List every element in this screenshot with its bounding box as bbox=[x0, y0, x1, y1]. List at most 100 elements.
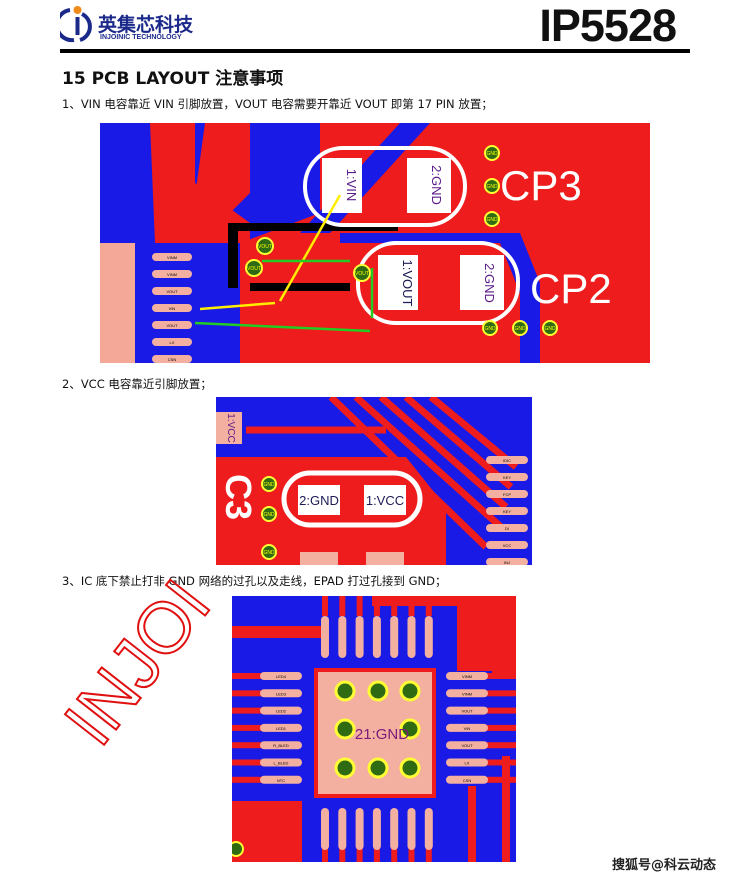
pin-pad bbox=[321, 808, 329, 850]
svg-text:INJOI: INJOI bbox=[60, 566, 226, 760]
pin-pad bbox=[260, 689, 302, 698]
logo-chinese-name: 英集芯科技 bbox=[98, 14, 194, 36]
svg-text:GND: GND bbox=[544, 326, 556, 332]
svg-text:2:GND: 2:GND bbox=[299, 493, 339, 508]
svg-text:VOUT: VOUT bbox=[247, 266, 261, 272]
logo-mark-icon bbox=[54, 6, 92, 43]
bottom-pins bbox=[321, 808, 433, 862]
pin-label: LX bbox=[465, 761, 470, 766]
svg-text:KEY: KEY bbox=[503, 475, 511, 480]
via-gnd: GND bbox=[261, 476, 277, 492]
ic-pins: IDIC KEY FCP KEY DI VCC INJ bbox=[486, 456, 528, 565]
svg-text:1:VCC: 1:VCC bbox=[225, 413, 236, 442]
pin-pad bbox=[260, 706, 302, 715]
via-vout: VOUT bbox=[245, 259, 263, 277]
pin-pad bbox=[424, 616, 433, 658]
header-divider bbox=[60, 49, 690, 53]
gnd-via bbox=[334, 718, 356, 740]
injoi-watermark: INJOI bbox=[60, 565, 227, 760]
gnd-via bbox=[399, 718, 421, 740]
via bbox=[232, 841, 244, 857]
gnd-via bbox=[399, 757, 421, 779]
pin-pad bbox=[260, 723, 302, 732]
pin-pad bbox=[390, 616, 399, 658]
capacitor-cp3: 1:VIN 2:GND CP3 bbox=[303, 146, 582, 227]
c3-label: C3 bbox=[218, 474, 259, 520]
pin-pad bbox=[372, 616, 381, 658]
note-1: 1、VIN 电容靠近 VIN 引脚放置，VOUT 电容需要开靠近 VOUT 即第… bbox=[62, 97, 493, 111]
pin-pad bbox=[338, 808, 347, 850]
svg-text:VOUT: VOUT bbox=[258, 244, 272, 250]
svg-text:1:VCC: 1:VCC bbox=[366, 493, 404, 508]
top-pins bbox=[321, 596, 433, 658]
epad-label: 21:GND bbox=[355, 726, 409, 743]
svg-text:CSN: CSN bbox=[168, 357, 177, 362]
pin-pad bbox=[390, 808, 399, 850]
pin-pad bbox=[407, 616, 416, 658]
pin-pad bbox=[446, 689, 488, 698]
via-gnd: GND bbox=[484, 211, 500, 227]
ic-pins: VINM VINM VOUT VIN VOUT LX CSN bbox=[152, 253, 192, 363]
pin-label: CSN bbox=[463, 778, 472, 783]
via-gnd: GND bbox=[261, 544, 277, 560]
pin-pad bbox=[446, 672, 488, 680]
svg-text:VOUT: VOUT bbox=[166, 289, 178, 294]
vias: VOUT VOUT VOUT GND GND GND GND GND GND bbox=[245, 145, 558, 336]
note-2: 2、VCC 电容靠近引脚放置； bbox=[62, 377, 212, 391]
pin-pad bbox=[260, 775, 302, 784]
pin-pad bbox=[446, 758, 488, 767]
pin-label: VOUT bbox=[461, 709, 473, 714]
pin-label: VIN bbox=[464, 726, 471, 731]
svg-text:KEY: KEY bbox=[503, 509, 511, 514]
pin-label: R_BLED bbox=[273, 743, 289, 748]
svg-text:VIN: VIN bbox=[169, 306, 176, 311]
note-3: 3、IC 底下禁止打非 GND 网络的过孔以及走线，EPAD 打过孔接到 GND… bbox=[62, 574, 447, 588]
pin-pad bbox=[372, 808, 381, 850]
pcb-figure-vin-vout: VINM VINM VOUT VIN VOUT LX CSN 1:VIN 2:G… bbox=[100, 123, 650, 363]
svg-text:GND: GND bbox=[263, 482, 275, 488]
section-heading: 15 PCB LAYOUT 注意事项 bbox=[62, 69, 284, 89]
guide-arrows bbox=[194, 194, 374, 333]
svg-text:GND: GND bbox=[263, 550, 275, 556]
gnd-via bbox=[399, 680, 421, 702]
gnd-via bbox=[334, 680, 356, 702]
pin-pad bbox=[321, 616, 329, 658]
vias: GND GND GND bbox=[261, 476, 277, 560]
cp3-label: CP3 bbox=[500, 162, 582, 209]
gnd-via bbox=[367, 757, 389, 779]
pin-label: VINM bbox=[462, 674, 472, 679]
svg-text:VINM: VINM bbox=[167, 255, 177, 260]
svg-text:1:VOUT: 1:VOUT bbox=[400, 260, 415, 307]
svg-text:GND: GND bbox=[484, 326, 496, 332]
svg-text:1:VIN: 1:VIN bbox=[344, 169, 359, 202]
pin-pad bbox=[407, 808, 416, 850]
svg-text:VCC: VCC bbox=[503, 543, 512, 548]
svg-text:VOUT: VOUT bbox=[355, 271, 369, 277]
pin-pad bbox=[355, 616, 364, 658]
pin-label: LED2 bbox=[276, 709, 287, 714]
via-gnd: GND bbox=[484, 178, 500, 194]
pcb-figure-vcc: 1:VCC IDIC KEY FCP KEY DI VCC INJ 2:GND … bbox=[216, 397, 532, 565]
pin-label: LED1 bbox=[276, 726, 287, 731]
via-gnd: GND bbox=[484, 145, 500, 161]
pin-pad bbox=[338, 616, 347, 658]
svg-text:2:GND: 2:GND bbox=[482, 263, 497, 303]
via-vout: VOUT bbox=[256, 237, 274, 255]
company-logo: 英集芯科技 INJOINIC TECHNOLOGY bbox=[54, 4, 200, 44]
via-gnd: GND bbox=[512, 320, 528, 336]
pin-pad bbox=[446, 775, 488, 784]
pin-pad bbox=[446, 741, 488, 750]
svg-text:VOUT: VOUT bbox=[166, 323, 178, 328]
svg-text:FCP: FCP bbox=[503, 492, 511, 497]
svg-text:GND: GND bbox=[514, 326, 526, 332]
pin-pad bbox=[260, 672, 302, 680]
document-title: IP5528 bbox=[539, 0, 677, 51]
pin-label: VOUT bbox=[461, 743, 473, 748]
logo-english-name: INJOINIC TECHNOLOGY bbox=[100, 34, 182, 41]
epad-vias bbox=[334, 680, 421, 779]
pin-label: LED3 bbox=[276, 691, 287, 696]
svg-text:LX: LX bbox=[170, 340, 175, 345]
